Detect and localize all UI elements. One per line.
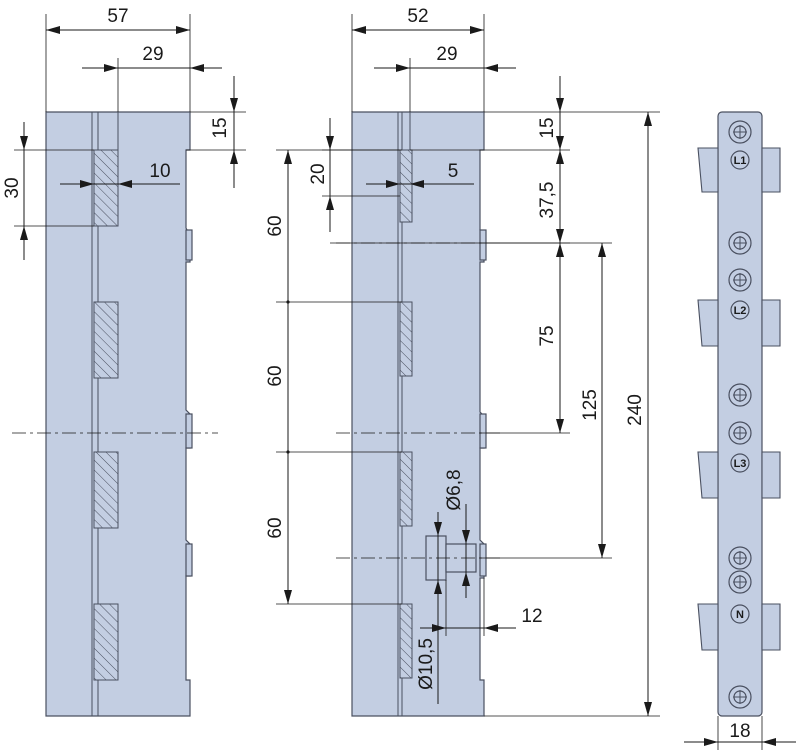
middle-slot-2 [399,301,413,377]
svg-text:L1: L1 [734,155,747,167]
phase-label-l1: L1 [730,150,750,170]
screw-head-8 [728,685,752,709]
screw-head-3 [728,268,752,292]
middle-dim-125: 125 [580,389,601,421]
phase-label-l3: L3 [730,453,750,473]
left-slot-2 [93,301,119,379]
middle-dim-29: 29 [436,44,457,65]
screw-head-5 [728,421,752,445]
screw-head-6 [728,546,752,570]
middle-dim-dia-10-5: Ø10,5 [416,638,437,690]
left-slot-1 [93,149,119,227]
screw-head-4 [728,383,752,407]
screw-head-7 [728,570,752,594]
left-dim-57: 57 [107,6,128,27]
left-view: 57 29 15 30 10 [2,6,246,717]
middle-slot-4 [399,603,413,679]
middle-view-body [351,111,485,717]
middle-view: 52 29 15 37,5 75 125 [265,6,660,717]
middle-dim-dia-6-8: Ø6,8 [444,469,465,510]
left-dim-10: 10 [149,161,170,182]
right-view: L1 L2 L3 N 18 [684,111,796,750]
middle-dim-60-b: 60 [265,365,286,386]
phase-label-n: N [730,604,750,624]
middle-dim-240: 240 [625,394,646,426]
middle-dim-37-5: 37,5 [537,182,558,219]
right-dim-18: 18 [729,721,750,742]
left-slot-3 [93,451,119,529]
middle-dim-60-a: 60 [265,215,286,236]
svg-text:L2: L2 [734,305,747,317]
middle-dim-5: 5 [448,161,459,182]
right-view-body [717,111,763,717]
middle-slot-3 [399,451,413,527]
left-slot-4 [93,603,119,681]
svg-text:L3: L3 [734,458,747,470]
svg-text:N: N [736,609,744,621]
middle-dim-20: 20 [308,163,329,184]
middle-dim-75: 75 [537,325,558,346]
phase-label-l2: L2 [730,300,750,320]
screw-head-1 [728,120,752,144]
middle-dim-52: 52 [407,6,428,27]
middle-dim-12: 12 [521,606,542,627]
middle-dim-15: 15 [537,117,558,138]
middle-slot-1 [399,149,413,223]
screw-head-2 [728,231,752,255]
middle-dim-60-c: 60 [265,517,286,538]
left-dim-30: 30 [2,177,23,198]
left-dim-29: 29 [142,44,163,65]
left-dim-15: 15 [210,117,231,138]
